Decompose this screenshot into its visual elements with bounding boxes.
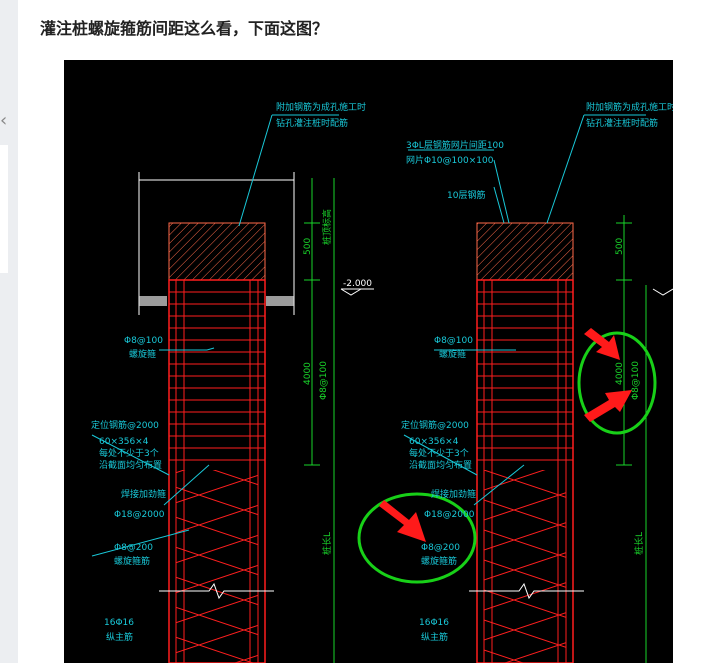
- length-right: 桩长L: [633, 532, 645, 555]
- label-right-main: 16Φ16: [419, 618, 449, 628]
- dim-right-spiral: Φ8@100: [631, 361, 641, 400]
- dim-left-spiral: Φ8@100: [319, 361, 329, 400]
- dim-left-500: 500: [303, 238, 313, 255]
- label-right-locator-2: 60×356×4: [409, 437, 459, 447]
- label-right-stirrup-dense: Φ8@100: [434, 336, 473, 346]
- label-left-locator-2: 60×356×4: [99, 437, 149, 447]
- sidebar-card: [0, 145, 8, 273]
- label-left-ring-2: Φ18@2000: [114, 510, 165, 520]
- label-left-main-sub: 纵主筋: [106, 631, 133, 643]
- label-right-stirrup-sparse: Φ8@200: [421, 543, 460, 553]
- label-right-ring-2: Φ18@2000: [424, 510, 475, 520]
- pile-body-right: [476, 279, 574, 663]
- dim-right-500: 500: [615, 238, 625, 255]
- left-pile: [91, 114, 374, 663]
- highlight-circle-sparse: [357, 492, 477, 584]
- post-title: 灌注桩螺旋箍筋间距这么看，下面这图？: [40, 19, 329, 38]
- note-right-top-2: 钻孔灌注桩时配筋: [586, 117, 658, 129]
- level-left: -2.000: [343, 279, 372, 289]
- label-left-locator-3: 每处不少于3个: [99, 447, 159, 459]
- note-left-top-1: 附加钢筋为成孔施工时: [276, 101, 366, 113]
- highlight-circle-dense: [577, 331, 657, 435]
- label-left-locator-1: 定位钢筋@2000: [91, 419, 159, 431]
- arrow-icon: [379, 328, 632, 542]
- chevron-left-icon[interactable]: ‹: [0, 110, 8, 131]
- note-right-top-1: 附加钢筋为成孔施工时: [586, 101, 673, 113]
- label-right-stirrup-sparse-sub: 螺旋箍筋: [421, 555, 457, 567]
- post-content: 灌注桩螺旋箍筋间距这么看，下面这图？: [18, 0, 725, 663]
- mesh-right-3: 10层钢筋: [447, 189, 485, 201]
- label-left-ring-1: 焊接加劲箍: [121, 488, 166, 500]
- label-right-stirrup-dense-sub: 螺旋箍: [439, 348, 466, 360]
- label-left-stirrup-dense-sub: 螺旋箍: [129, 348, 156, 360]
- label-left-locator-4: 沿截面均匀布置: [99, 459, 162, 471]
- label-right-main-sub: 纵主筋: [421, 631, 448, 643]
- label-right-locator-3: 每处不少于3个: [409, 447, 469, 459]
- pile-cap-hatch-right: [476, 222, 574, 281]
- dim-left-4000: 4000: [303, 362, 313, 385]
- label-right-locator-4: 沿截面均匀布置: [409, 459, 472, 471]
- label-left-stirrup-sparse-sub: 螺旋箍筋: [114, 555, 150, 567]
- label-left-stirrup-sparse: Φ8@200: [114, 543, 153, 553]
- label-left-main: 16Φ16: [104, 618, 134, 628]
- cad-drawing-image: 附加钢筋为成孔施工时 钻孔灌注桩时配筋 Φ8@100 螺旋箍 定位钢筋@2000…: [64, 60, 673, 663]
- pile-cap-hatch-left: [168, 222, 266, 281]
- mesh-right-1: 3ΦL层钢筋网片间距100: [406, 139, 504, 151]
- pile-body-left: [168, 279, 266, 663]
- left-sidebar-rail: ‹: [0, 0, 18, 663]
- length-left: 桩长L: [321, 532, 333, 555]
- label-left-stirrup-dense: Φ8@100: [124, 336, 163, 346]
- label-right-locator-1: 定位钢筋@2000: [401, 419, 469, 431]
- note-left-top-2: 钻孔灌注桩时配筋: [276, 117, 348, 129]
- mesh-right-2: 网片Φ10@100×100: [406, 154, 494, 166]
- right-pile: [357, 114, 673, 663]
- side-dim-left: 桩顶标高: [321, 209, 333, 245]
- label-right-ring-1: 焊接加劲箍: [431, 488, 476, 500]
- dim-right-4000: 4000: [615, 362, 625, 385]
